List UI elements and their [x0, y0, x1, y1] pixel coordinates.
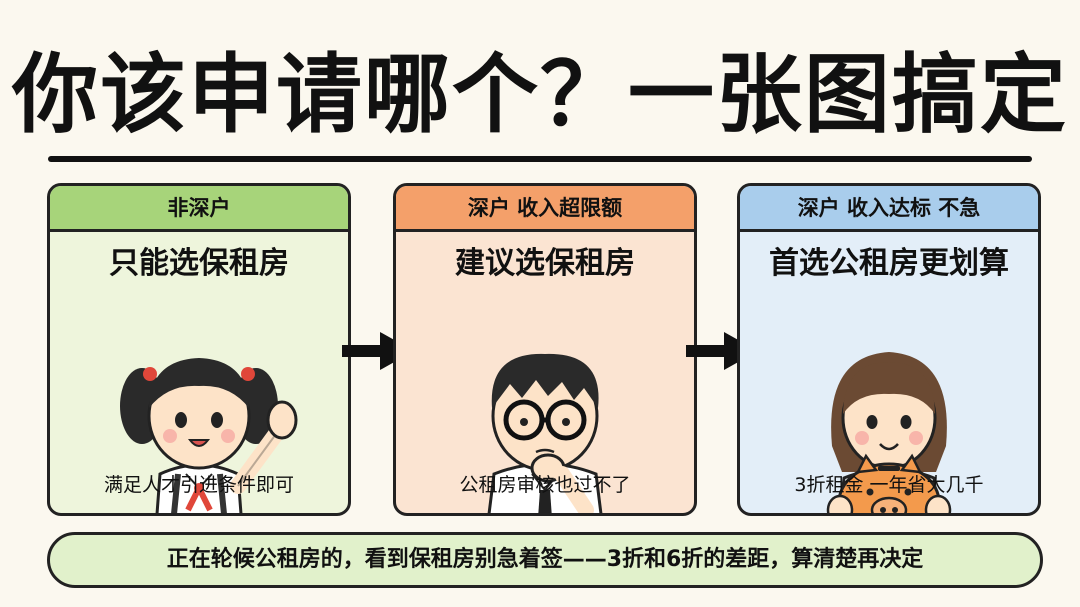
card-hukou-income-over-limit: 深户 收入超限额 建议选保租房 公租房审核也过不了 — [393, 183, 697, 516]
girl-piggy-bank-icon — [826, 352, 952, 513]
card-note: 公租房审核也过不了 — [459, 474, 631, 496]
card-note: 3折租金 一年省大几千 — [794, 474, 984, 496]
card-recommendation: 只能选保租房 — [109, 246, 289, 281]
card-header: 深户 收入超限额 — [396, 186, 694, 232]
title-divider — [48, 156, 1032, 162]
card-recommendation: 首选公租房更划算 — [769, 246, 1009, 281]
page-title: 你该申请哪个？一张图搞定 — [12, 45, 1068, 145]
boy-thinking-icon — [487, 353, 603, 513]
girl-waving-icon — [120, 358, 298, 513]
bottom-tip-banner: 正在轮候公租房的，看到保租房别急着签——3折和6折的差距，算清楚再决定 — [47, 532, 1043, 588]
card-header: 深户 收入达标 不急 — [740, 186, 1038, 232]
card-header: 非深户 — [50, 186, 348, 232]
card-recommendation: 建议选保租房 — [455, 246, 635, 281]
card-note: 满足人才引进条件即可 — [103, 474, 294, 496]
card-non-shenzhen-hukou: 非深户 只能选保租房 满足人才引进条件即可 — [47, 183, 351, 516]
card-hukou-income-qualified: 深户 收入达标 不急 首选公租房更划算 3折租金 一年省大几千 — [737, 183, 1041, 516]
